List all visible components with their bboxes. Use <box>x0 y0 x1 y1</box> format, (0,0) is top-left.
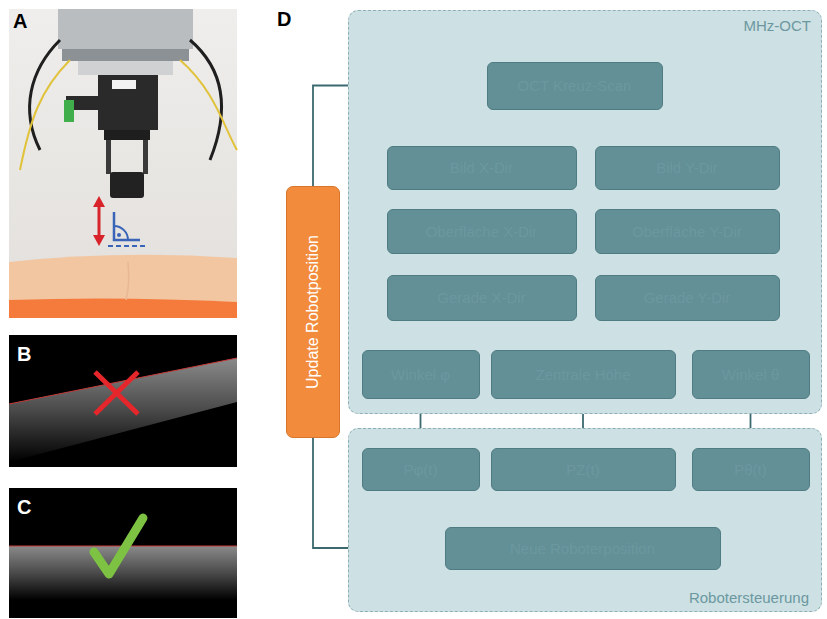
arrow-head <box>93 235 105 246</box>
box-label: Gerade X-Dir <box>437 289 525 306</box>
angle-symbol <box>114 212 140 240</box>
robot-adapter <box>78 61 173 75</box>
box-label: Zentrale Höhe <box>535 366 630 383</box>
head-label <box>112 80 136 89</box>
photo-background <box>9 9 237 318</box>
panel-letter: A <box>13 10 27 33</box>
skin-edge <box>9 298 237 318</box>
process-box: Gerade Y-Dir <box>595 275 780 321</box>
box-label: PZ(t) <box>566 461 599 478</box>
arrow-head <box>93 196 105 207</box>
oct-image <box>9 488 237 618</box>
scan-head <box>98 75 158 130</box>
process-box: Bild Y-Dir <box>595 146 780 190</box>
lens-mount <box>104 130 150 140</box>
fiber <box>20 60 70 170</box>
angle-dot <box>117 233 121 237</box>
oct-image <box>9 335 237 467</box>
process-box: Zentrale Höhe <box>491 350 676 399</box>
box-label: OCT Kreuz-Scan <box>518 77 632 94</box>
cable <box>30 40 60 150</box>
process-box: PZ(t) <box>491 448 676 491</box>
box-label: Winkel θ <box>722 366 780 383</box>
group-region: MHz-OCT OCT Kreuz-ScanBild X-Dir Bild Y-Di… <box>348 10 822 414</box>
tissue-band <box>9 358 237 462</box>
process-box: Oberfläche X-Dir <box>387 209 577 254</box>
feedback-box: Update Robotposition <box>286 186 340 438</box>
panel-letter: C <box>17 496 31 519</box>
rod <box>106 140 111 174</box>
panel-letter: B <box>17 343 31 366</box>
process-box: Winkel φ <box>362 350 480 399</box>
region-title: Robotersteuerung <box>689 589 809 606</box>
cross-mark <box>95 372 138 414</box>
box-label: Bild Y-Dir <box>656 159 718 176</box>
cross-mark <box>95 372 138 414</box>
process-box: OCT Kreuz-Scan <box>487 62 663 110</box>
process-box: Pθ(t) <box>692 448 810 491</box>
box-label: Gerade Y-Dir <box>644 289 731 306</box>
region-title: MHz-OCT <box>744 17 812 34</box>
group-region: Robotersteuerung Pφ(t) PZ(t) Pθ(t) Neue Robo… <box>348 428 822 612</box>
robot-flange <box>58 9 193 49</box>
check-mark <box>94 518 143 574</box>
box-label: Neue Roboterposition <box>510 540 655 557</box>
lens-tube <box>110 172 144 198</box>
cable <box>190 40 222 160</box>
box-label: Update Robotposition <box>304 235 322 389</box>
panel-letter: D <box>277 8 291 31</box>
process-box: Winkel θ <box>692 350 810 399</box>
skin-phantom <box>9 255 237 318</box>
fiber <box>180 60 237 150</box>
skin-crease <box>126 262 129 300</box>
box-label: Winkel φ <box>391 366 450 383</box>
process-box: Pφ(t) <box>362 448 480 491</box>
angle-arc <box>114 226 128 240</box>
box-label: Pφ(t) <box>404 461 438 478</box>
process-box: Bild X-Dir <box>387 146 577 190</box>
fiber-connector <box>64 100 74 122</box>
box-label: Oberfläche Y-Dir <box>632 223 742 240</box>
process-box: Oberfläche Y-Dir <box>595 209 780 254</box>
box-label: Oberfläche X-Dir <box>426 223 538 240</box>
box-label: Bild X-Dir <box>450 159 513 176</box>
process-box: Gerade X-Dir <box>387 275 577 321</box>
process-box: Neue Roboterposition <box>445 527 721 570</box>
robot-ring <box>62 49 189 61</box>
rod <box>143 140 148 174</box>
height-arrow <box>98 204 101 238</box>
surface-line <box>108 245 146 247</box>
box-label: Pθ(t) <box>734 461 767 478</box>
